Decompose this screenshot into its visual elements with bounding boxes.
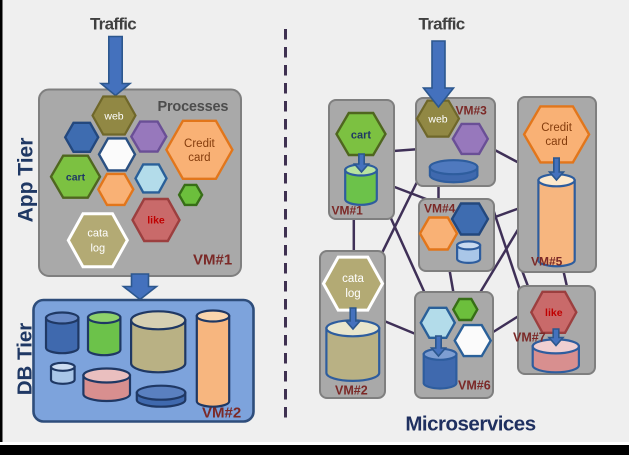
svg-text:Microservices: Microservices	[405, 413, 535, 436]
svg-text:card: card	[545, 136, 567, 148]
svg-text:App Tier: App Tier	[15, 138, 38, 223]
svg-text:VM#2: VM#2	[202, 405, 241, 422]
svg-text:web: web	[427, 114, 447, 126]
svg-text:VM#1: VM#1	[193, 252, 232, 269]
svg-text:cart: cart	[351, 130, 372, 142]
svg-text:VM#6: VM#6	[458, 379, 491, 393]
svg-text:Traffic: Traffic	[418, 15, 464, 34]
svg-text:like: like	[147, 215, 165, 227]
svg-text:card: card	[188, 152, 210, 164]
svg-text:Credit: Credit	[541, 122, 572, 134]
svg-text:Credit: Credit	[184, 138, 215, 150]
svg-text:Traffic: Traffic	[90, 15, 136, 34]
svg-text:VM#2: VM#2	[335, 384, 368, 398]
svg-text:cata: cata	[342, 273, 364, 285]
svg-text:VM#4: VM#4	[424, 202, 456, 216]
svg-text:Processes: Processes	[158, 99, 229, 115]
svg-text:cart: cart	[66, 172, 86, 184]
svg-text:VM#5: VM#5	[531, 255, 563, 269]
svg-text:cata: cata	[87, 228, 109, 240]
svg-text:like: like	[545, 307, 563, 319]
svg-text:log: log	[90, 243, 105, 255]
svg-text:log: log	[345, 288, 360, 300]
svg-text:VM#3: VM#3	[456, 104, 488, 118]
svg-text:web: web	[103, 111, 123, 123]
svg-text:VM#7: VM#7	[513, 331, 546, 345]
svg-text:VM#1: VM#1	[332, 204, 364, 218]
svg-text:DB Tier: DB Tier	[14, 323, 37, 396]
